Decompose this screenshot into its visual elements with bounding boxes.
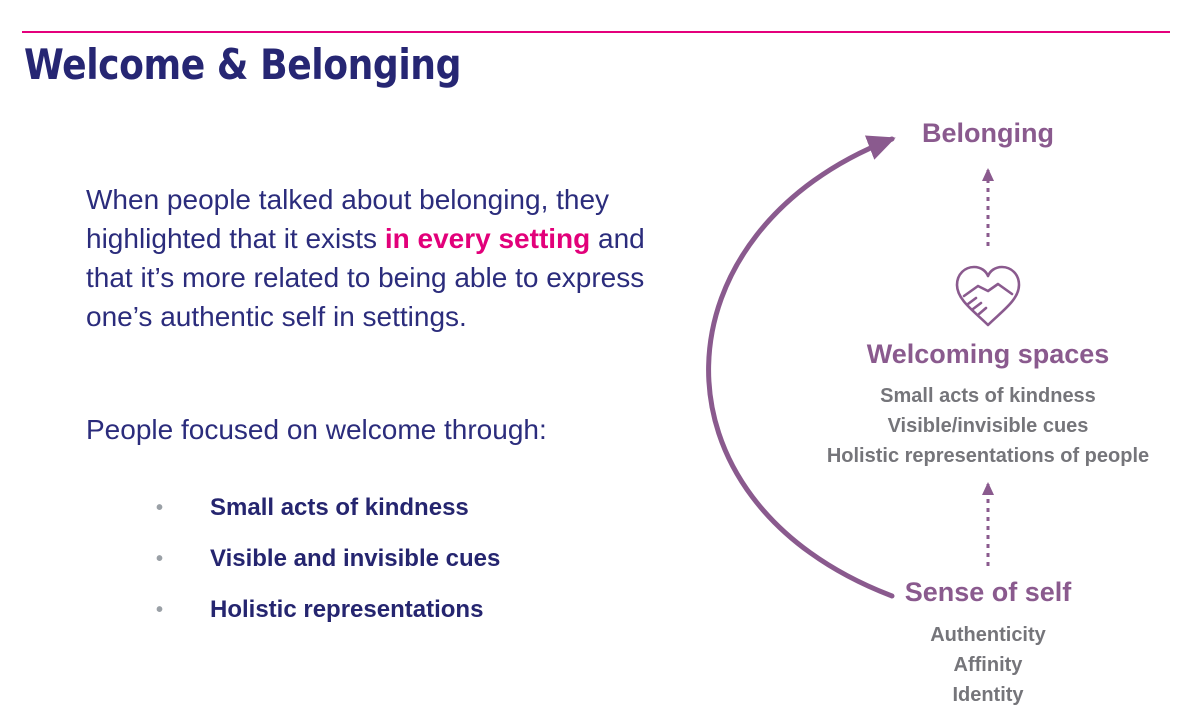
intro-paragraph: When people talked about belonging, they… — [86, 180, 656, 336]
intro-text-2: and that it’s more related to being able… — [86, 223, 645, 332]
sense-of-self-line: Affinity — [953, 654, 1023, 676]
intro-highlight: in every setting — [384, 223, 591, 254]
sense-of-self-title: Sense of self — [904, 577, 1072, 607]
slide-title: Welcome & Belonging — [24, 40, 462, 89]
intro-text-1: When people talked about belonging, they… — [86, 184, 610, 254]
welcoming-spaces-line: Small acts of kindness — [880, 385, 1096, 407]
sense-of-self-line: Identity — [952, 684, 1024, 706]
bullet-list: • Small acts of kindness • Visible and inv… — [150, 488, 500, 641]
focus-heading: People focused on welcome through: — [86, 414, 547, 445]
bullet-dot-icon: • — [156, 548, 164, 570]
bullet-dot-icon: • — [156, 497, 164, 519]
welcoming-spaces-title: Welcoming spaces — [866, 339, 1110, 369]
bullet-dot-icon: • — [156, 599, 164, 621]
bullet-item: • Holistic representations — [150, 590, 500, 641]
sense-of-self-line: Authenticity — [930, 624, 1046, 646]
heart-handshake-icon — [955, 265, 1021, 327]
cycle-arc-arrow — [706, 135, 896, 599]
belonging-node-title: Belonging — [922, 118, 1054, 148]
bullet-text: Holistic representations — [210, 596, 484, 623]
bullet-text: Small acts of kindness — [210, 494, 469, 521]
welcoming-spaces-line: Holistic representations of people — [826, 445, 1150, 467]
bullet-item: • Visible and invisible cues — [150, 539, 500, 590]
welcoming-spaces-line: Visible/invisible cues — [887, 415, 1089, 437]
bullet-text: Visible and invisible cues — [210, 545, 501, 572]
top-accent-rule — [22, 31, 1170, 33]
bullet-item: • Small acts of kindness — [150, 488, 500, 539]
